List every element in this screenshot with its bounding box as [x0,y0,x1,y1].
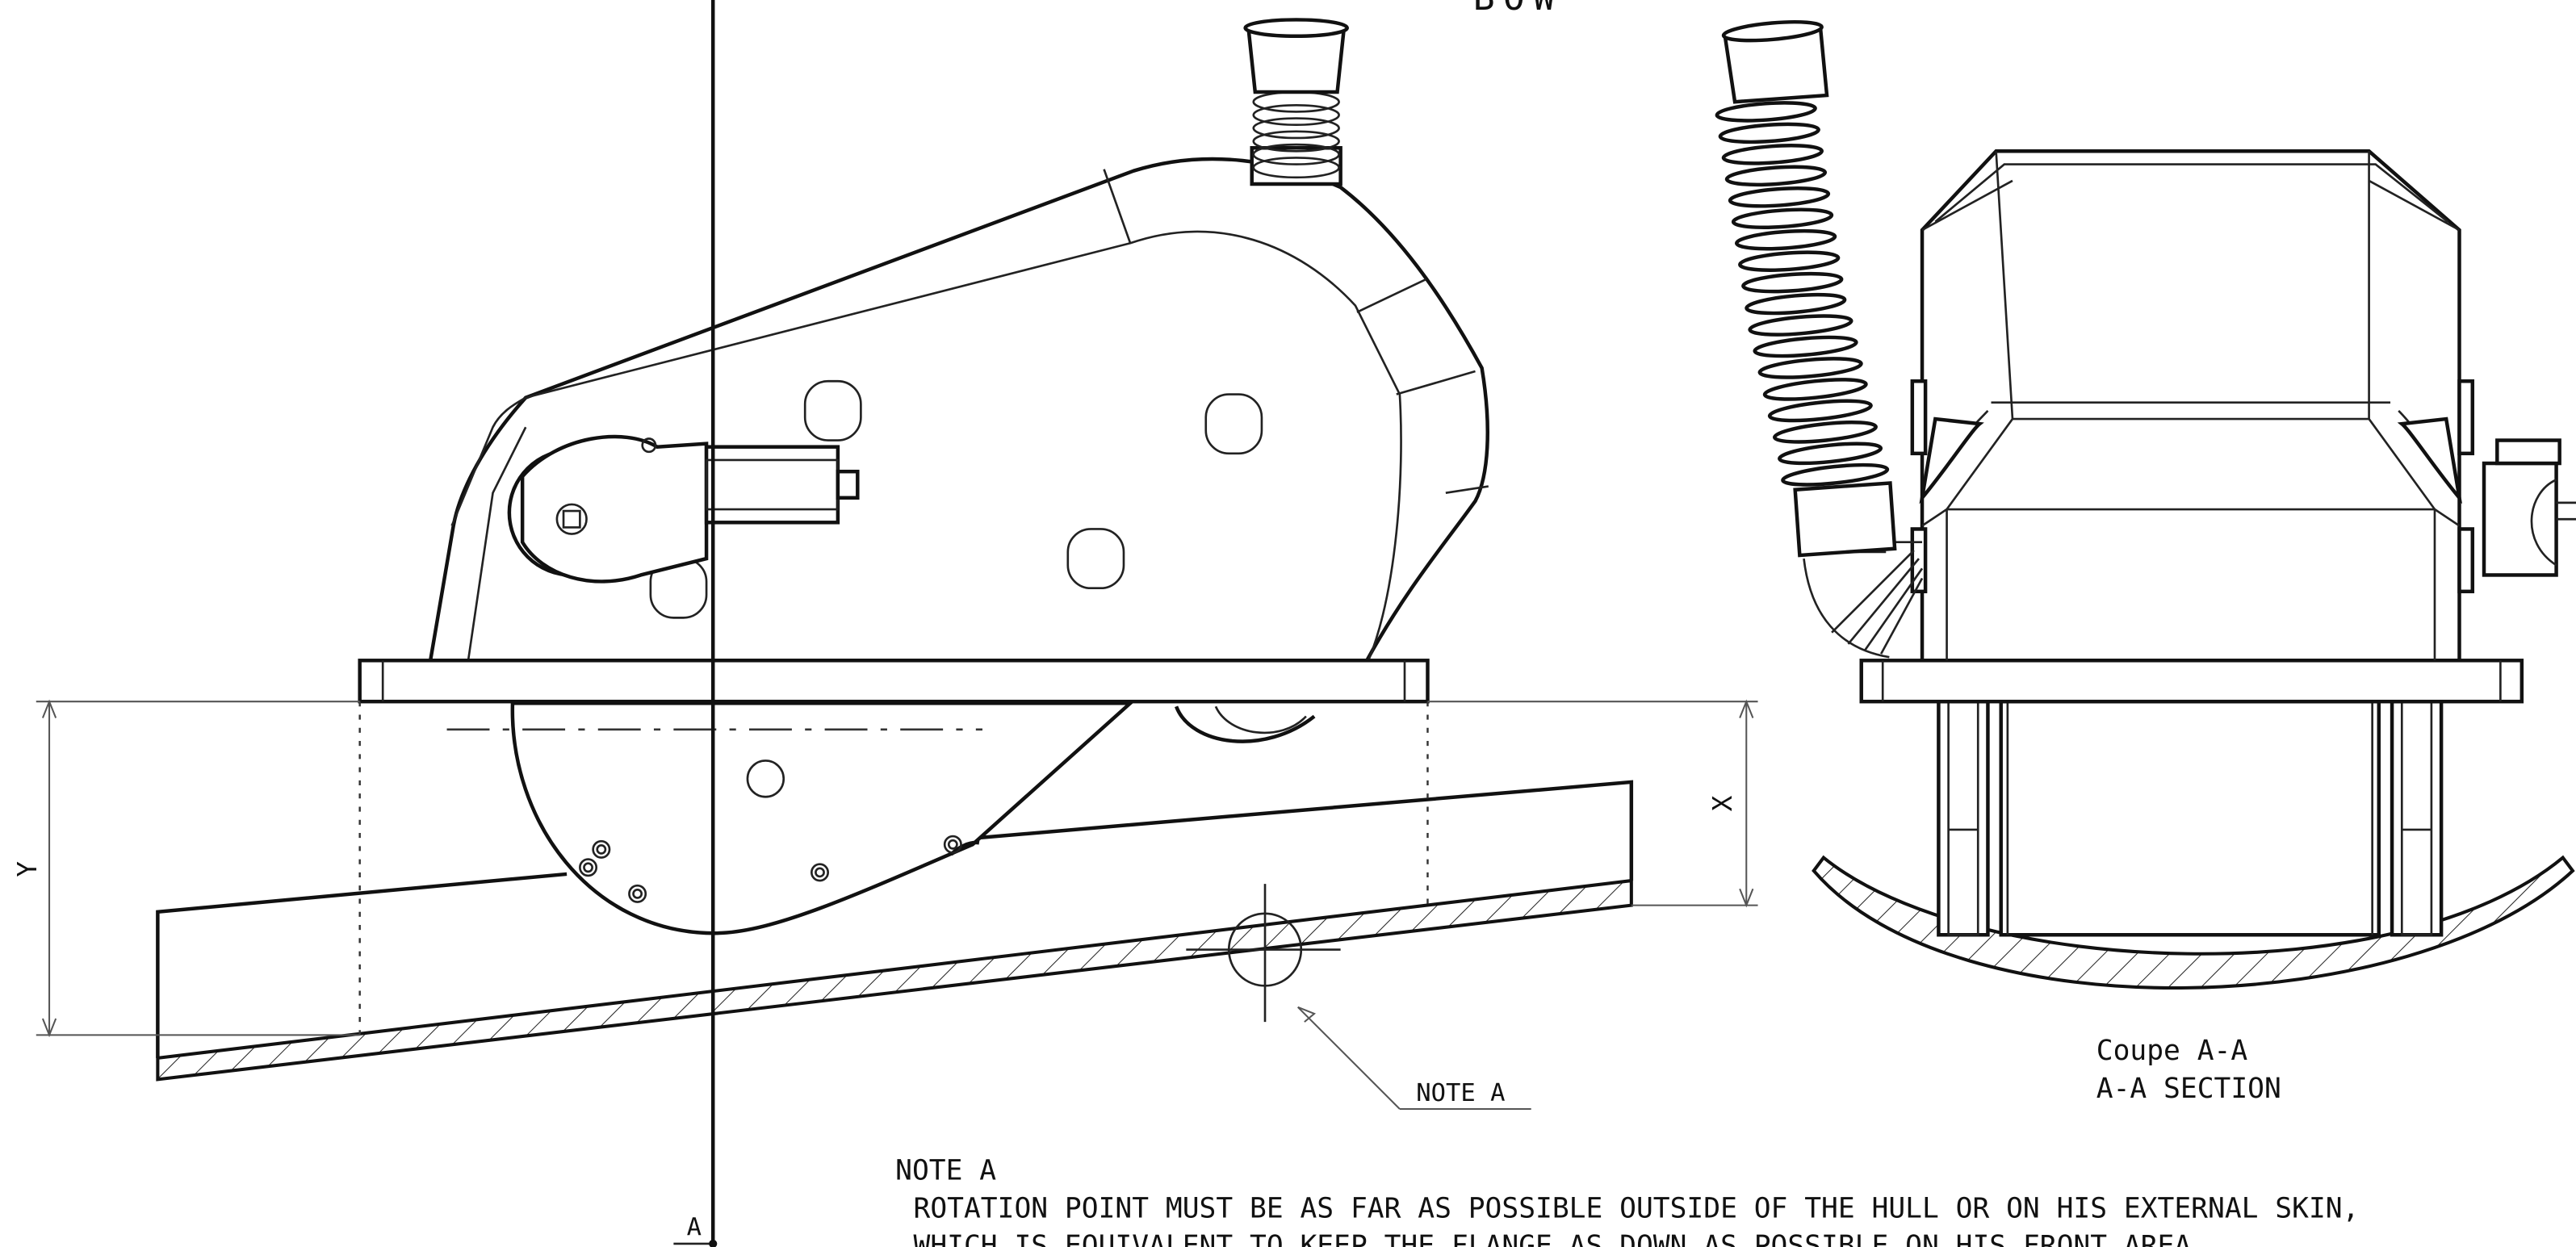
hull-plate [156,780,1634,1082]
section-caption-fr: Coupe A-A [2096,1035,2248,1067]
note-heading: NOTE A [895,1155,996,1187]
note-line-2: WHICH IS EQUIVALENT TO KEEP THE FLANGE A… [914,1230,2192,1247]
fastener-group [579,835,962,903]
section-marker-a: A [687,1214,702,1242]
section-hull [1812,855,2575,990]
note-pointer-label: NOTE A [1416,1079,1505,1107]
section-view [1715,19,2576,990]
housing-outer [428,157,1489,663]
side-view [156,18,1634,1082]
svg-text:Y: Y [12,861,43,877]
dimension-x: X [1427,699,1758,908]
section-hose [1715,19,1924,659]
flange-plate [358,659,1430,704]
note-line-1: ROTATION POINT MUST BE AS FAR AS POSSIBL… [914,1192,2360,1224]
rotation-point-symbol: NOTE A [1186,884,1531,1111]
actuator [507,434,860,584]
dimension-y: Y [12,699,360,1038]
hose-left-view [1243,18,1350,186]
section-body [1920,149,2461,663]
svg-text:X: X [1707,795,1738,811]
title-fragment: BOW [1473,0,1563,19]
section-caption-en: A-A SECTION [2096,1073,2281,1105]
lower-fairing [510,701,1135,935]
